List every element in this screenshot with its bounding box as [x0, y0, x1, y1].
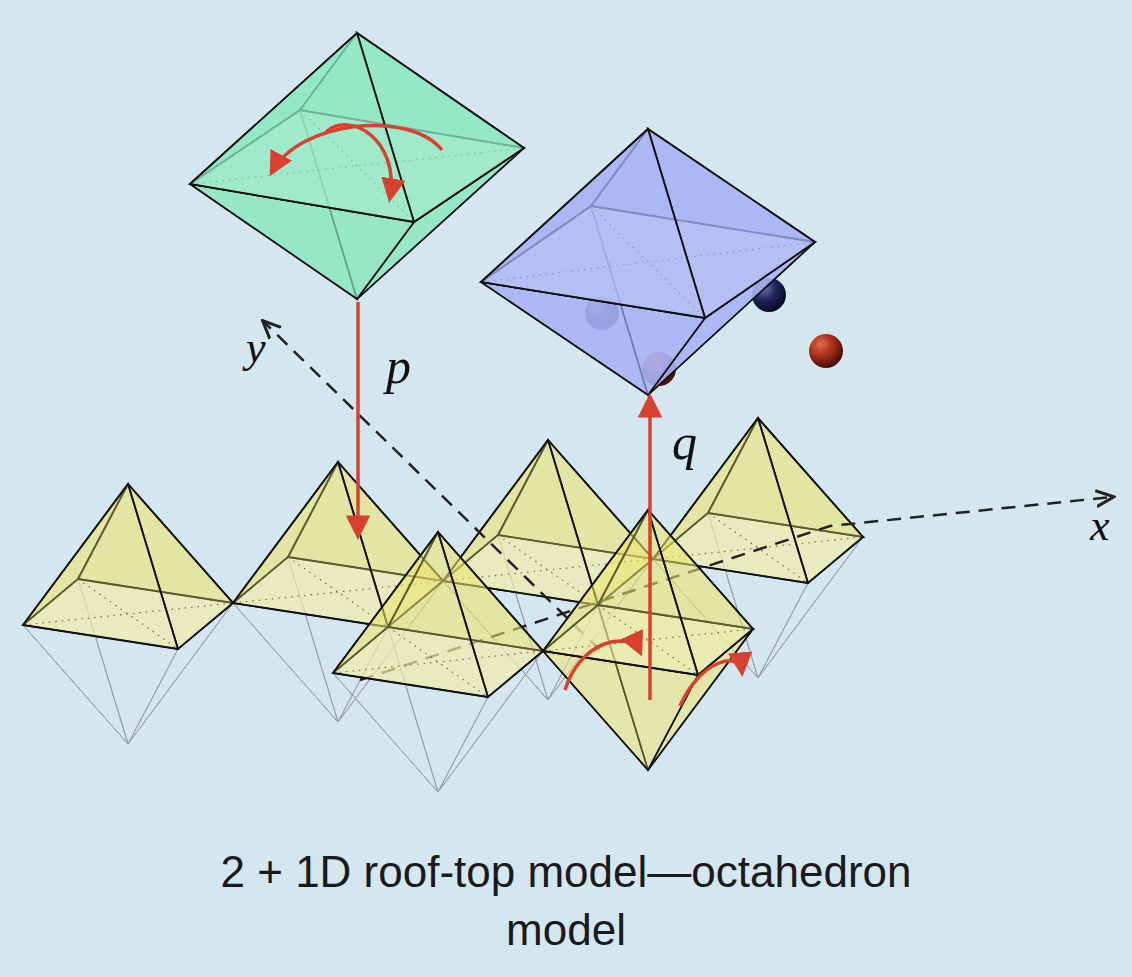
- illustration: [23, 33, 1132, 977]
- spin-ball: [809, 334, 843, 368]
- hop-arrow: [356, 302, 360, 535]
- octahedron-face: [481, 129, 705, 318]
- hop-arrow: [326, 125, 391, 198]
- caption: 2 + 1D roof-top model—octahedron model: [176, 843, 956, 959]
- octahedron: [543, 510, 1132, 977]
- octahedron-face: [233, 462, 388, 627]
- octahedron-face: [543, 510, 698, 675]
- hopping-label: q: [672, 413, 697, 471]
- hop-arrow: [272, 125, 442, 172]
- hopping-label: p: [386, 337, 411, 395]
- octahedron: [481, 129, 1132, 579]
- octahedron-face: [333, 532, 488, 697]
- octahedron-face: [23, 484, 178, 649]
- hop-arrow: [680, 661, 742, 706]
- axis-label: x: [1090, 500, 1110, 551]
- hop-arrow: [648, 398, 652, 700]
- octahedron-face: [190, 33, 414, 222]
- hop-arrow: [565, 641, 640, 690]
- axis-label: y: [246, 322, 266, 373]
- octahedron: [190, 33, 843, 386]
